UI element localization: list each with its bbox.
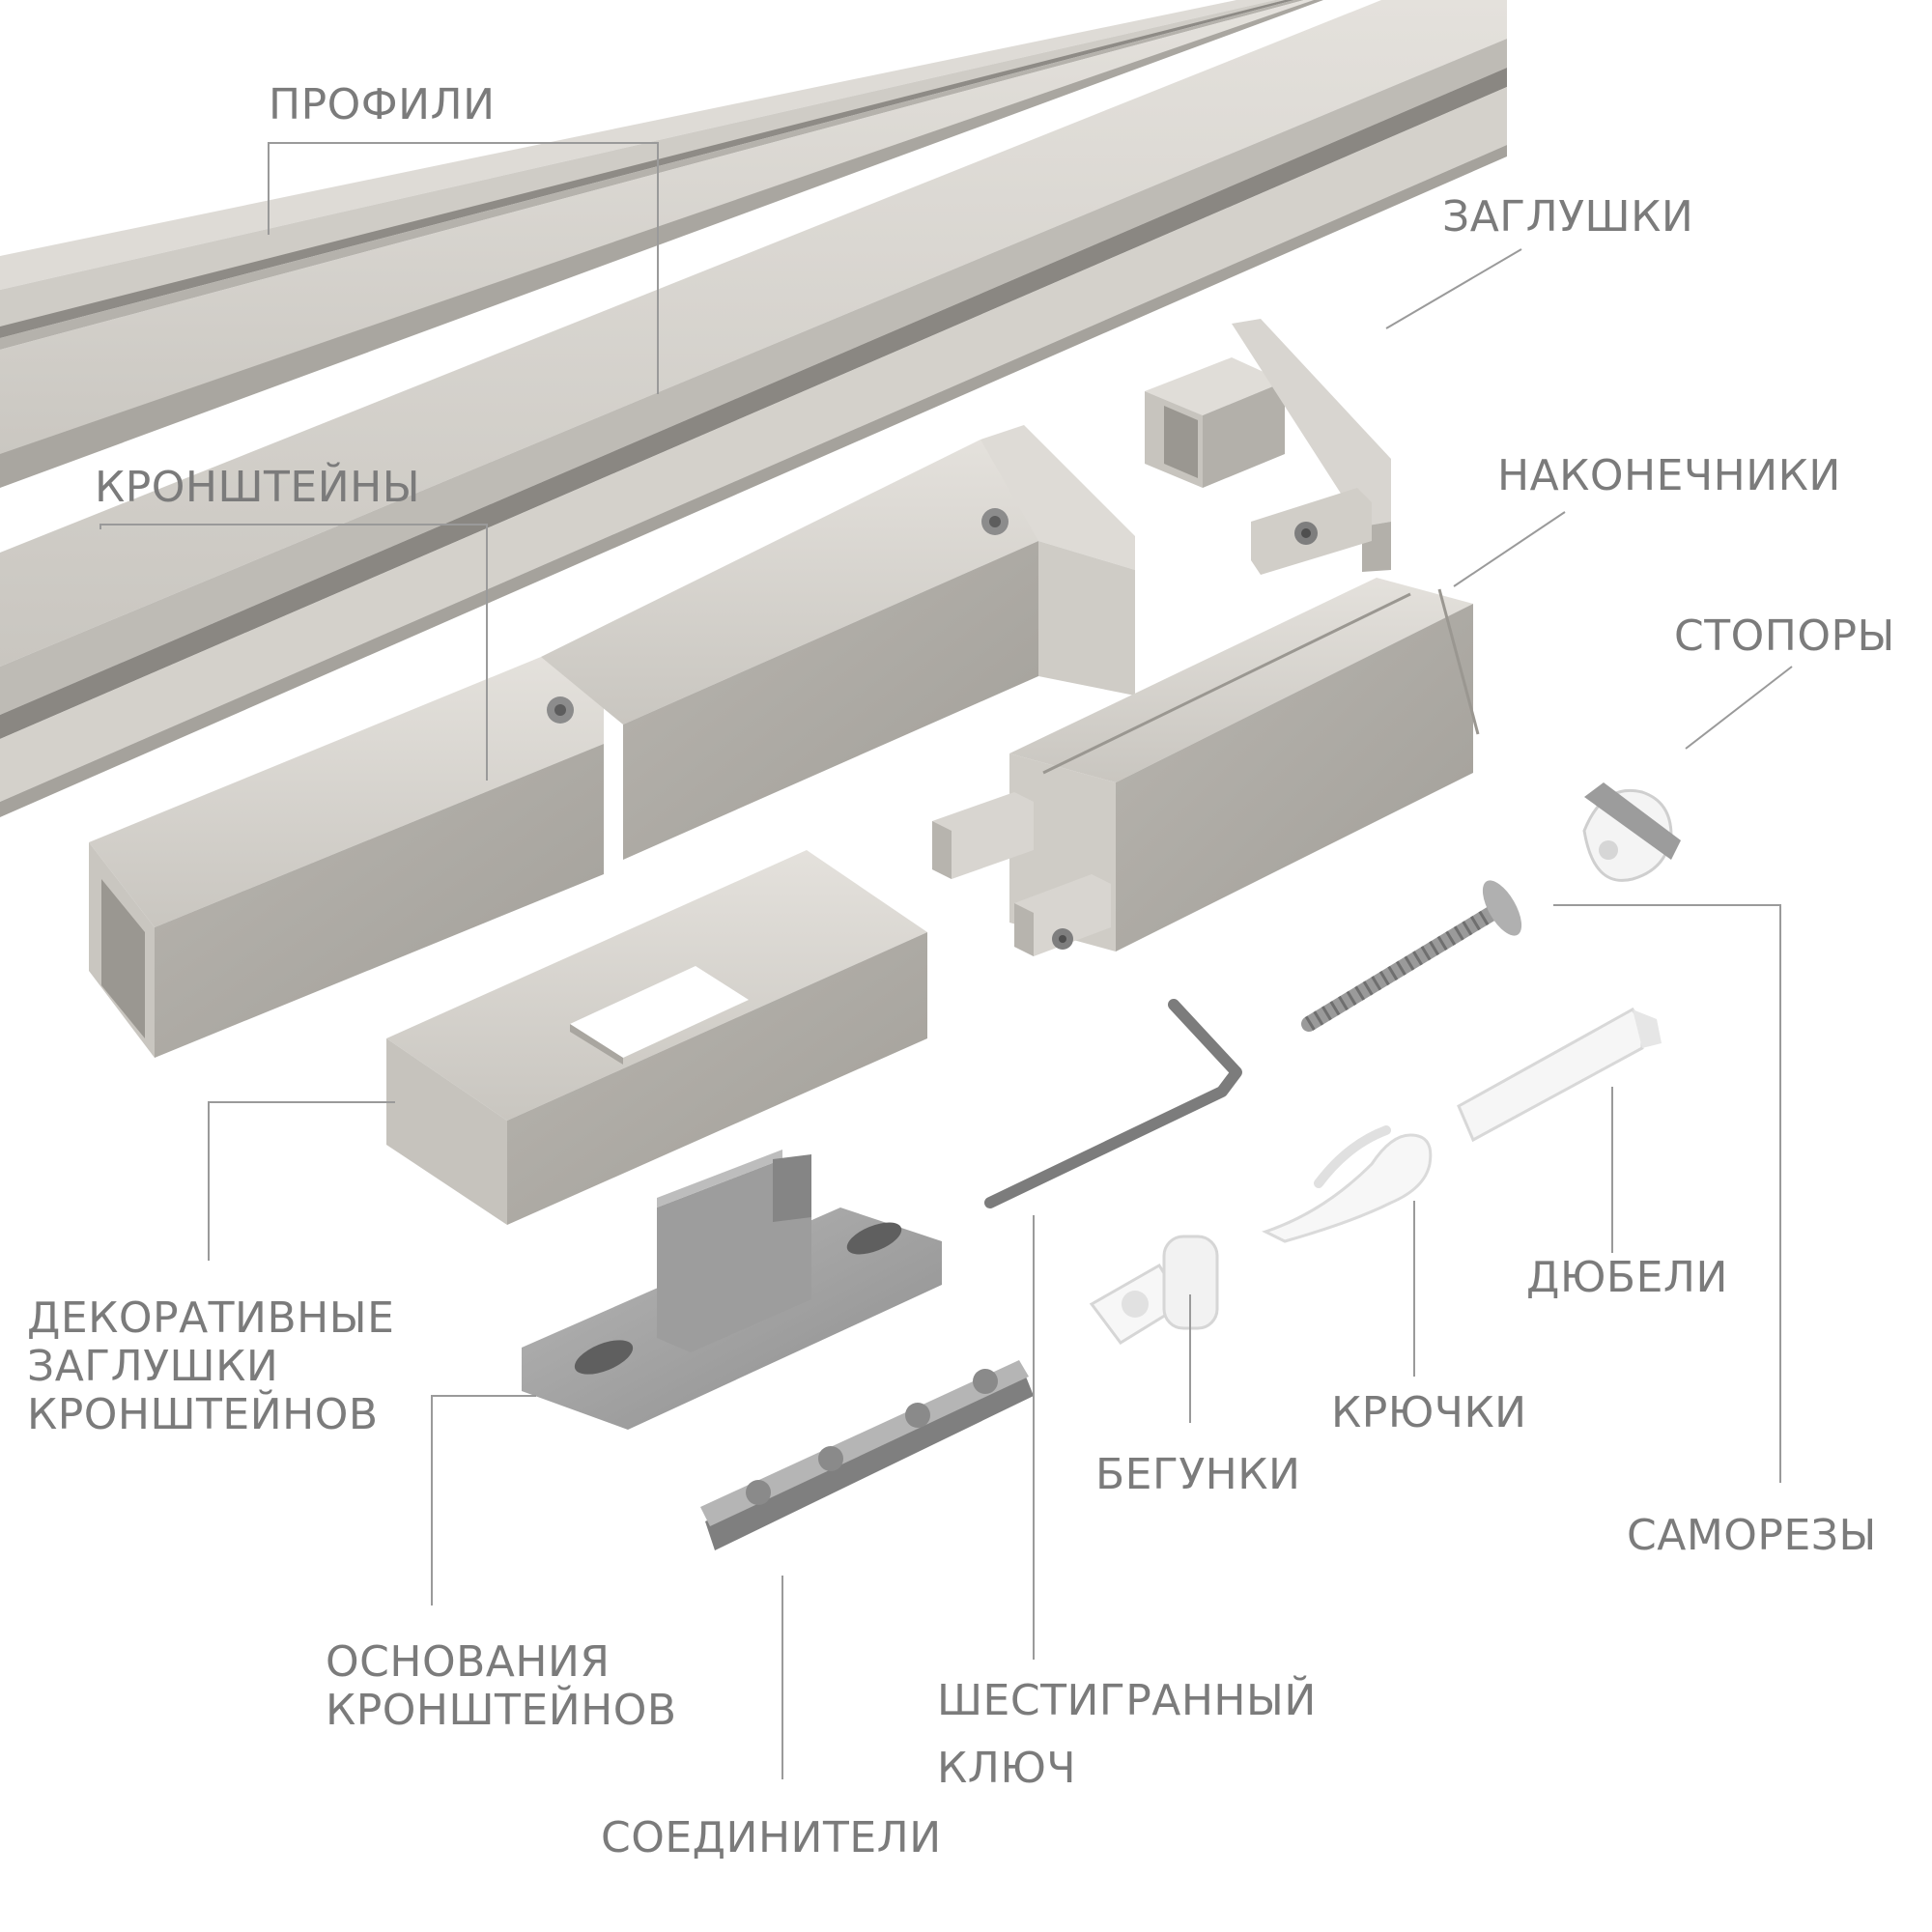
hex-key-icon — [984, 999, 1242, 1208]
bracket-part — [89, 425, 1135, 1058]
label-finials: НАКОНЕЧНИКИ — [1497, 451, 1841, 500]
leader-brackets — [99, 524, 488, 781]
runner-icon — [1089, 1235, 1219, 1345]
leader-lines — [99, 142, 1793, 1779]
dowel-icon — [1457, 1008, 1662, 1143]
stopper-icon — [1582, 782, 1681, 882]
profile-rail-bottom — [0, 0, 1507, 817]
leader-profiles — [268, 142, 659, 394]
leader-end-caps — [1385, 248, 1522, 329]
leader-finials — [1453, 511, 1566, 587]
label-hex-key: ШЕСТИГРАННЫЙ КЛЮЧ — [937, 1676, 1317, 1793]
finial-part — [932, 578, 1480, 956]
end-cap-part — [1145, 319, 1391, 575]
label-dowels: ДЮБЕЛИ — [1526, 1253, 1728, 1302]
label-hooks: КРЮЧКИ — [1331, 1388, 1527, 1437]
leader-stoppers — [1685, 666, 1793, 750]
label-profiles: ПРОФИЛИ — [269, 80, 496, 129]
bracket-base-part — [522, 1150, 942, 1430]
connector-part — [700, 1360, 1034, 1550]
label-brackets: КРОНШТЕЙНЫ — [95, 463, 421, 512]
leader-decor-caps — [208, 1101, 395, 1261]
label-stoppers: СТОПОРЫ — [1674, 611, 1895, 661]
label-screws: САМОРЕЗЫ — [1627, 1511, 1877, 1560]
label-end-caps: ЗАГЛУШКИ — [1442, 192, 1694, 242]
label-runners: БЕГУНКИ — [1095, 1450, 1301, 1499]
leader-bases — [431, 1395, 536, 1605]
label-bracket-bases: ОСНОВАНИЯ КРОНШТЕЙНОВ — [326, 1637, 677, 1735]
hook-icon — [1262, 1125, 1433, 1243]
label-decorative-caps: ДЕКОРАТИВНЫЕ ЗАГЛУШКИ КРОНШТЕЙНОВ — [27, 1293, 395, 1439]
leader-screws — [1553, 904, 1781, 1483]
decorative-cap-part — [386, 850, 927, 1225]
screw-icon — [1301, 880, 1522, 1032]
label-connectors: СОЕДИНИТЕЛИ — [601, 1813, 942, 1862]
